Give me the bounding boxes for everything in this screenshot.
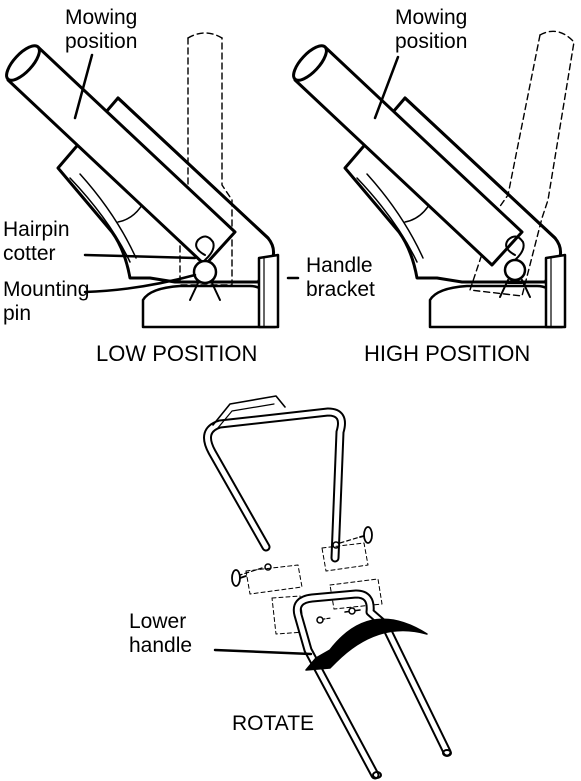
left-handle-bracket-plate: [257, 253, 280, 329]
right-mowing-label: Mowing position: [395, 6, 467, 54]
mounting-pin-label: Mounting pin: [3, 278, 89, 326]
left-knob: [231, 569, 241, 587]
handle-bracket-label: Handle bracket: [306, 254, 375, 302]
right-mounting-pin: [503, 258, 527, 282]
left-mowing-label: Mowing position: [65, 6, 137, 54]
mounting-pin-label-line2: pin: [3, 302, 32, 325]
hairpin-cotter-label-line1: Hairpin: [3, 218, 70, 241]
mounting-pin-label-line1: Mounting: [3, 278, 90, 301]
handle-bracket-label-line1: Handle: [306, 254, 373, 277]
left-mounting-pin: [192, 259, 218, 285]
high-position-caption: HIGH POSITION: [364, 341, 531, 366]
right-dashed-handle: [469, 34, 575, 297]
hairpin-cotter-label: Hairpin cotter: [3, 218, 70, 266]
high-position-drawing: [292, 30, 575, 329]
left-mowing-label-line1: Mowing: [65, 6, 138, 29]
control-bail: [212, 395, 286, 426]
right-knob: [363, 526, 373, 544]
lower-handle-label-line1: Lower: [129, 610, 187, 633]
left-mowing-label-line2: position: [65, 30, 138, 53]
upper-handle-loop: [203, 407, 346, 563]
low-position-drawing: [5, 32, 300, 329]
left-hairpin-cotter: [195, 235, 215, 261]
right-hairpin-cotter: [505, 235, 525, 261]
hairpin-cotter-label-line2: cotter: [3, 242, 56, 265]
low-position-caption: LOW POSITION: [96, 341, 258, 366]
left-base-plate: [141, 284, 277, 329]
right-mowing-label-line2: position: [395, 30, 468, 53]
right-mowing-label-line1: Mowing: [395, 6, 468, 29]
rotate-arrow: [305, 618, 428, 671]
left-handle-tube: [6, 45, 237, 267]
lower-handle-label: Lower handle: [129, 610, 192, 658]
rotate-label: ROTATE: [232, 712, 315, 735]
right-base-plate: [428, 284, 564, 329]
lower-handle-label-line2: handle: [129, 634, 193, 657]
lower-handle-drawing: [203, 395, 452, 780]
handle-bracket-label-line2: bracket: [306, 278, 375, 301]
